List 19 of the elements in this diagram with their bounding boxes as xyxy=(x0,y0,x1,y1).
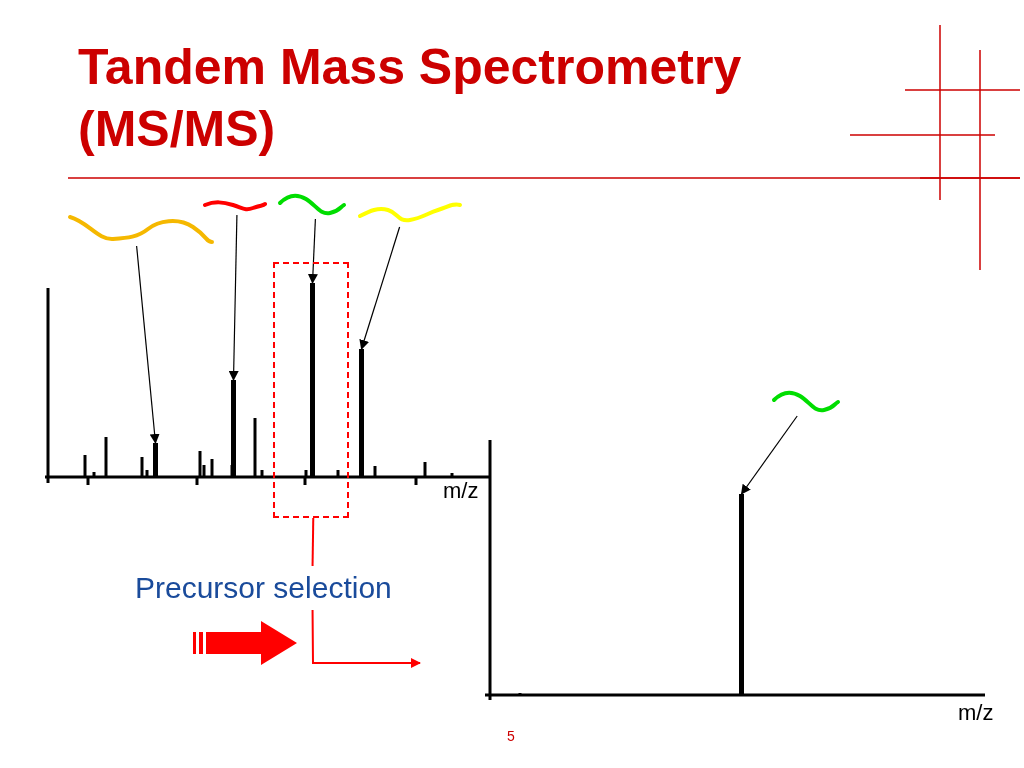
arrow xyxy=(740,415,798,495)
selection-window xyxy=(273,262,349,518)
spectrum-peak xyxy=(359,349,364,477)
spectrum-peak xyxy=(739,494,744,695)
spectrum-peak xyxy=(309,282,315,477)
spectrum-peak xyxy=(231,380,236,477)
arrow xyxy=(228,214,239,381)
connector-line xyxy=(311,517,315,567)
slide-title: Tandem Mass Spectrometry (MS/MS) xyxy=(78,38,743,159)
axis-label: m/z xyxy=(958,700,994,726)
peptide-squiggle xyxy=(68,212,214,246)
axis-label: m/z xyxy=(443,478,479,504)
arrow xyxy=(307,218,318,284)
connector-line xyxy=(311,609,421,668)
arrow xyxy=(359,226,401,350)
spectrum-peak xyxy=(153,443,158,477)
step-label: Precursor selection xyxy=(135,570,393,606)
page-number: 5 xyxy=(507,728,515,744)
arrow xyxy=(136,245,160,444)
